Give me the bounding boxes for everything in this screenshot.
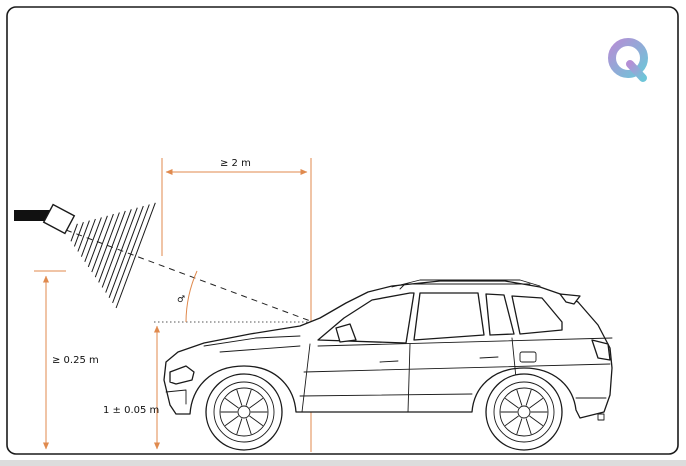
distance-label: ≥ 2 m [220,158,251,169]
radar-wave-line [84,217,102,262]
radar-wave-line [115,202,156,309]
radar-wave-line [94,212,120,278]
wheel-spoke [236,418,243,435]
wheel-spoke [529,398,544,409]
wheel-spoke [249,398,264,409]
wheel-spoke [245,418,252,435]
wheel-spoke [249,415,264,426]
angle-arc [185,270,198,323]
radar-sensor-icon [14,203,76,235]
wheel-spoke [525,389,532,406]
wheel-spoke [504,398,519,409]
footer-bar [0,460,686,466]
wheel-spoke [525,418,532,435]
radar-wave-line [108,205,144,298]
wheel-spoke [516,418,523,435]
radar-wave-line [77,220,90,252]
angle-symbol: ♂ [177,295,185,305]
wheel-spoke [245,389,252,406]
wheel-spoke [236,389,243,406]
wheel-spoke [224,398,239,409]
sensor-height-label: ≥ 0.25 m [52,355,99,366]
wheel-spoke [504,415,519,426]
radar-wave-line [101,209,132,288]
wheel-spoke [529,415,544,426]
wheel-spoke [516,389,523,406]
front-wheel [205,373,283,451]
suv-side-view [163,279,613,451]
q-ring-logo-icon [608,38,648,82]
wheel-spoke [224,415,239,426]
rear-wheel [485,373,563,451]
target-height-label: 1 ± 0.05 m [103,405,159,416]
radar-wave-line [70,223,78,242]
